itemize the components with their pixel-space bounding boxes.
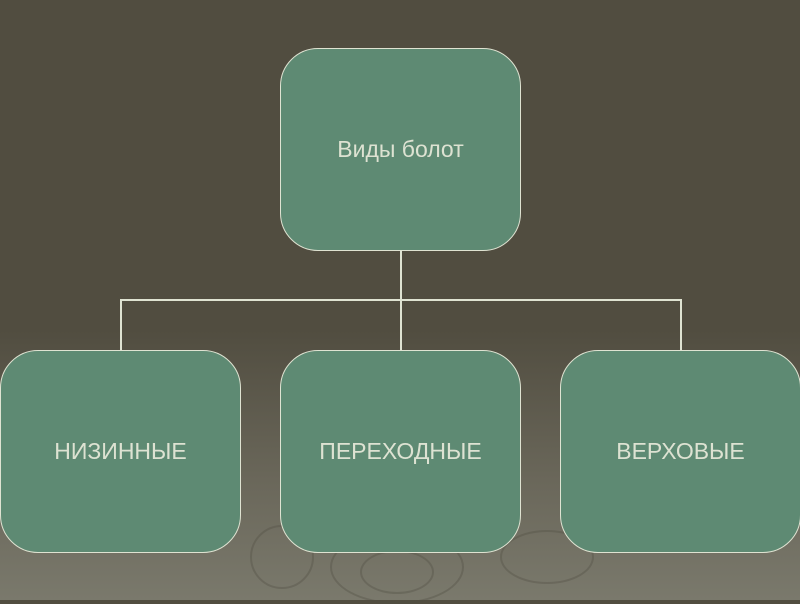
connector-right (680, 300, 682, 351)
connector-middle (400, 300, 402, 351)
child-node-label: ПЕРЕХОДНЫЕ (319, 438, 482, 464)
root-node: Виды болот (280, 48, 521, 251)
water-ripple-decoration (500, 530, 594, 584)
connector-left (120, 300, 122, 351)
connector-root-down (400, 250, 402, 301)
child-node-label: ВЕРХОВЫЕ (616, 438, 745, 464)
child-node-upland: ВЕРХОВЫЕ (560, 350, 800, 553)
root-node-label: Виды болот (337, 136, 464, 162)
water-ripple-decoration (360, 550, 434, 594)
child-node-label: НИЗИННЫЕ (54, 438, 187, 464)
child-node-lowland: НИЗИННЫЕ (0, 350, 241, 553)
child-node-transitional: ПЕРЕХОДНЫЕ (280, 350, 521, 553)
